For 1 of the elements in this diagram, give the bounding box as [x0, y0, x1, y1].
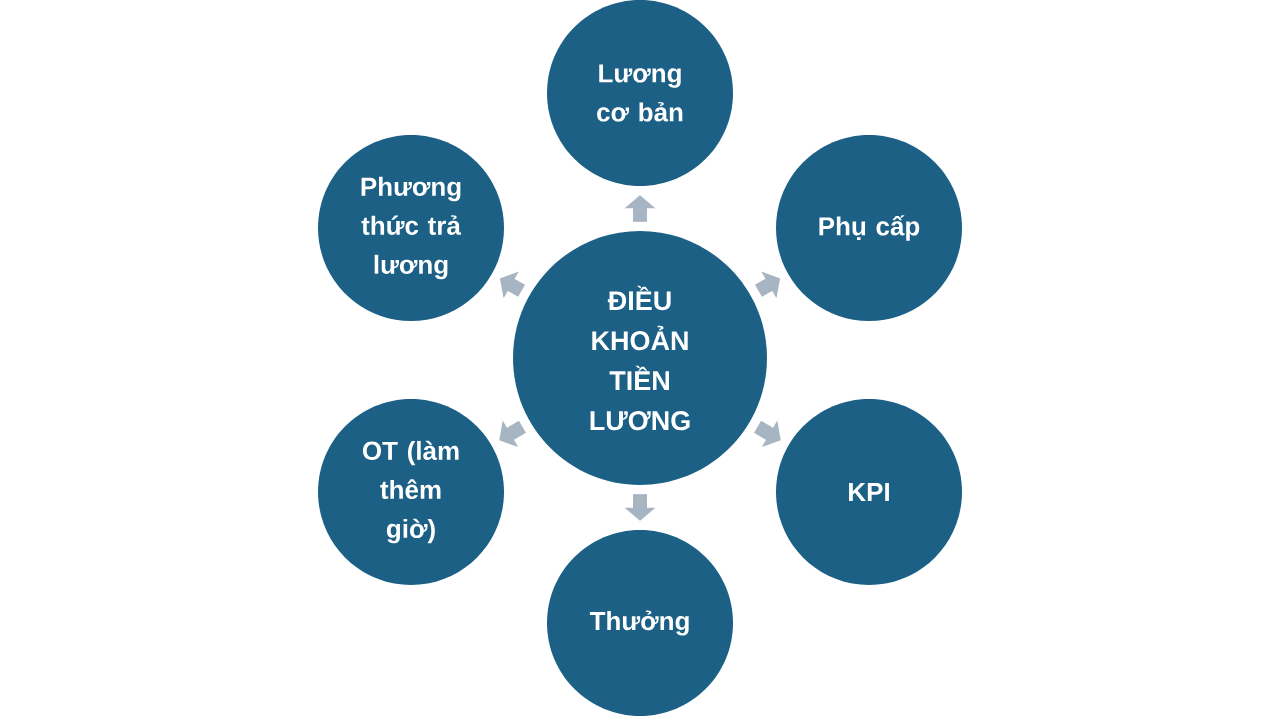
arrow	[499, 420, 526, 448]
